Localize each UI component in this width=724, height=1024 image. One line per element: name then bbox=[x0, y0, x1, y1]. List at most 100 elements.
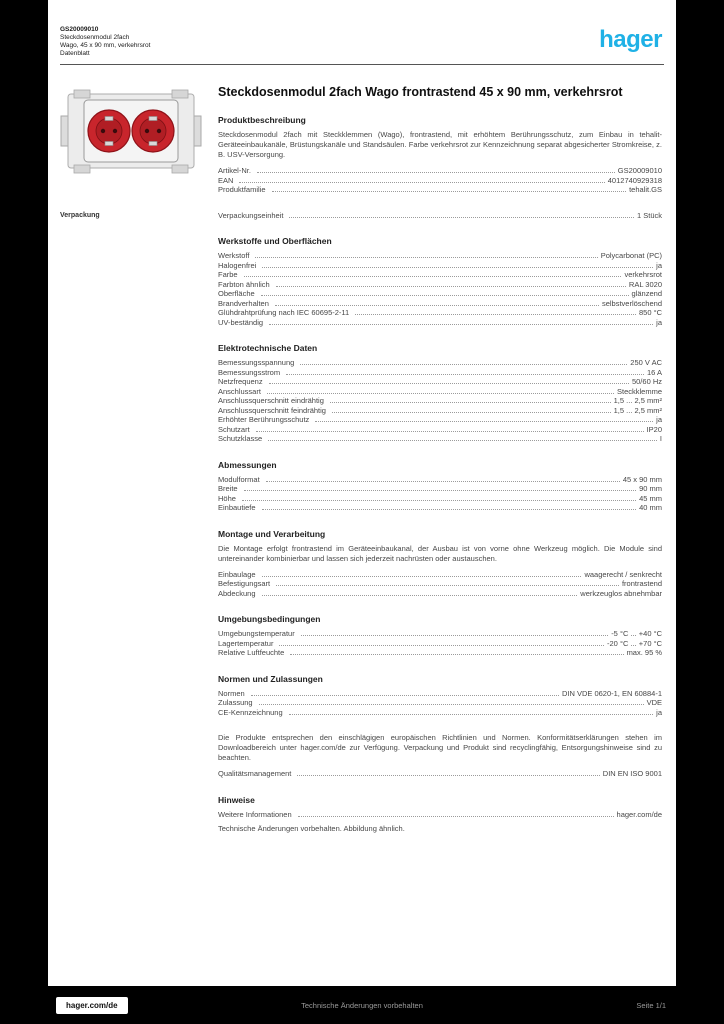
leader-line bbox=[315, 421, 654, 422]
section-heading: Elektrotechnische Daten bbox=[218, 343, 318, 353]
leader-line bbox=[256, 172, 615, 173]
leader-line bbox=[271, 191, 627, 192]
spec-label: Verpackungseinheit bbox=[218, 210, 284, 220]
leader-line bbox=[355, 314, 636, 315]
spec-value: -20 °C ... +70 °C bbox=[607, 638, 662, 648]
leader-line bbox=[286, 373, 644, 375]
footer-center-text: Technische Änderungen vorbehalten bbox=[301, 1000, 423, 1010]
spec-value: ja bbox=[656, 317, 662, 327]
leader-line bbox=[290, 654, 624, 655]
leader-line bbox=[243, 276, 622, 277]
section-heading: Umgebungsbedingungen bbox=[218, 614, 321, 624]
header-line-name: Steckdosenmodul 2fach bbox=[60, 34, 130, 41]
leader-line bbox=[265, 480, 620, 482]
spec-value: Polycarbonat (PC) bbox=[600, 251, 662, 260]
spec-row: Verpackungseinheit 1 Stück bbox=[218, 211, 662, 221]
spec-value: ja bbox=[656, 260, 662, 270]
spec-label: Zulassung bbox=[218, 698, 253, 707]
spec-row: Umgebungstemperatur-5 °C ... +40 °C bbox=[218, 629, 662, 639]
product-title: Steckdosenmodul 2fach Wago frontrastend … bbox=[218, 85, 623, 99]
footer-bar: hager.com/de Technische Änderungen vorbe… bbox=[0, 986, 724, 1024]
spec-label: CE-Kennzeichnung bbox=[218, 707, 283, 717]
spec-value: 1 Stück bbox=[636, 210, 662, 220]
spec-value: tehalit.GS bbox=[629, 185, 662, 194]
section-heading: Abmessungen bbox=[218, 459, 277, 470]
spec-value: 4012740929318 bbox=[607, 175, 662, 185]
spec-label: Lagertemperatur bbox=[218, 638, 274, 648]
leader-line bbox=[331, 411, 611, 413]
leader-line bbox=[274, 304, 599, 306]
spec-section: Die Produkte entsprechen den einschlägig… bbox=[218, 733, 662, 779]
spec-value: VDE bbox=[646, 698, 662, 707]
spec-value: glänzend bbox=[631, 289, 662, 298]
section-heading: Normen und Zulassungen bbox=[218, 673, 323, 684]
spec-value: werkzeuglos abnehmbar bbox=[580, 588, 662, 598]
spec-label: Höhe bbox=[218, 493, 236, 503]
spec-value: 45 mm bbox=[639, 493, 662, 503]
spec-label: Schutzart bbox=[218, 424, 250, 434]
header-line-variant: Wago, 45 x 90 mm, verkehrsrot bbox=[60, 42, 151, 49]
spec-value: 45 x 90 mm bbox=[622, 474, 662, 484]
spec-label: Artikel-Nr. bbox=[218, 166, 251, 175]
spec-row: UV-beständig ja bbox=[218, 318, 662, 328]
spec-label: UV-beständig bbox=[218, 317, 264, 327]
leader-line bbox=[300, 635, 609, 636]
header-line-ref: GS20009010 bbox=[60, 26, 99, 33]
spec-value: 90 mm bbox=[639, 484, 662, 493]
leader-line bbox=[250, 694, 559, 696]
spec-label: Farbe bbox=[218, 270, 238, 279]
spec-label: Halogenfrei bbox=[218, 260, 257, 270]
spec-value: ja bbox=[656, 707, 662, 717]
spec-label: Bemessungsspannung bbox=[218, 358, 295, 367]
leader-line bbox=[276, 585, 619, 586]
spec-value: 1,5 ... 2,5 mm² bbox=[613, 405, 662, 415]
leader-line bbox=[261, 575, 582, 577]
spec-value: hager.com/de bbox=[616, 809, 662, 819]
spec-value: Steckklemme bbox=[616, 386, 662, 396]
datasheet-page: GS20009010 Steckdosenmodul 2fach Wago, 4… bbox=[48, 0, 676, 986]
leader-line bbox=[260, 295, 629, 296]
spec-label: Glühdrahtprüfung nach IEC 60695-2-11 bbox=[218, 308, 350, 317]
spec-value: verkehrsrot bbox=[624, 270, 662, 279]
leader-line bbox=[297, 775, 600, 776]
spec-row: Zulassung VDE bbox=[218, 698, 662, 708]
leader-line bbox=[269, 323, 654, 325]
datasheet-content: Steckdosenmodul 2fach Wago frontrastend … bbox=[60, 85, 662, 834]
section-heading: Hinweise bbox=[218, 794, 255, 805]
spec-label: Normen bbox=[218, 688, 245, 698]
leader-line bbox=[261, 509, 637, 510]
leader-line bbox=[275, 285, 626, 287]
spec-row: Artikel-Nr.GS20009010 bbox=[218, 166, 662, 176]
margin-note: Verpackung bbox=[60, 211, 100, 219]
spec-label: EAN bbox=[218, 175, 234, 185]
leader-line bbox=[239, 181, 605, 183]
spec-value: 850 °C bbox=[638, 308, 662, 317]
spec-value: waagerecht / senkrecht bbox=[584, 569, 662, 579]
footer-website-badge[interactable]: hager.com/de bbox=[56, 996, 128, 1014]
spec-value: 250 V AC bbox=[630, 358, 662, 367]
spec-value: I bbox=[659, 434, 662, 443]
spec-label: Netzfrequenz bbox=[218, 377, 263, 386]
spec-label: Modulformat bbox=[218, 474, 260, 484]
leader-line bbox=[297, 815, 614, 817]
header-divider bbox=[60, 64, 664, 65]
spec-section: Verpackung Verpackungseinheit 1 Stück bbox=[60, 211, 662, 221]
leader-line bbox=[268, 383, 629, 384]
spec-label: Qualitätsmanagement bbox=[218, 769, 292, 778]
section-paragraph: Die Produkte entsprechen den einschlägig… bbox=[218, 733, 662, 762]
